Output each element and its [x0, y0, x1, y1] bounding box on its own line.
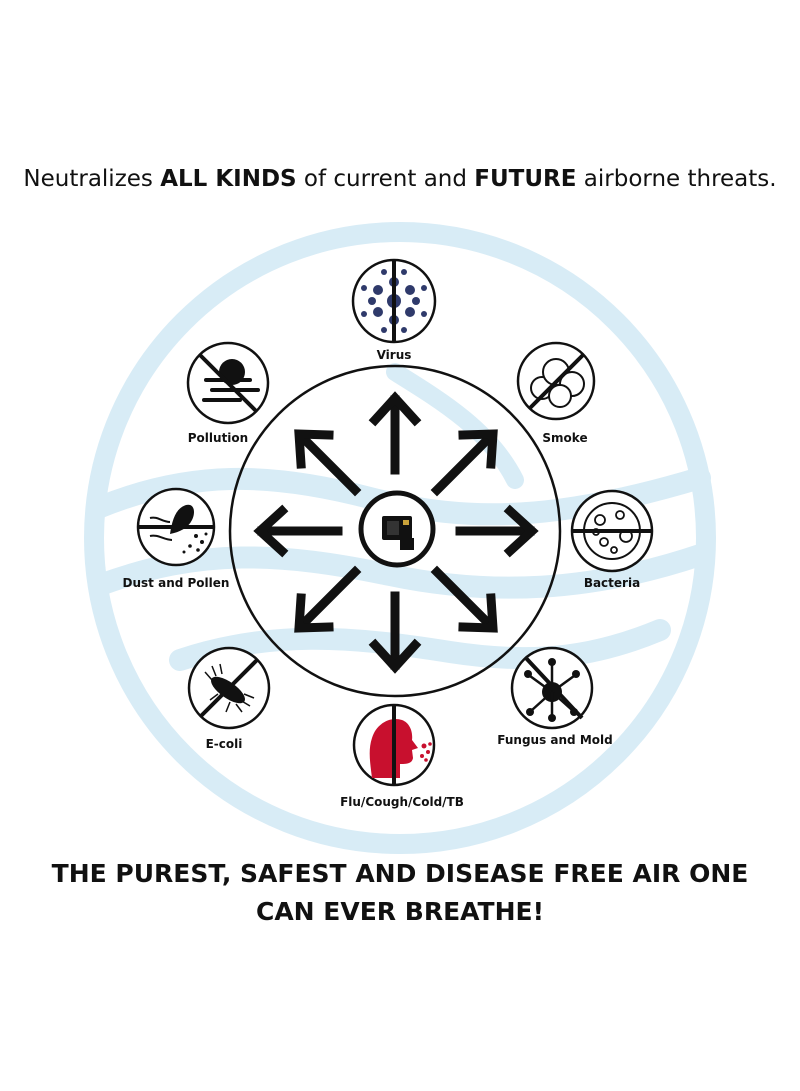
- air-purifier-device-icon: [358, 490, 436, 568]
- arrow-right: [455, 504, 539, 558]
- arrow-up-left: [294, 429, 362, 497]
- arrow-down: [368, 591, 422, 674]
- bacteria-icon: [570, 489, 654, 573]
- threat-flu: Flu/Cough/Cold/TB: [340, 703, 464, 809]
- headline-prefix: Neutralizes: [23, 166, 161, 192]
- threat-fungus: Fungus and Mold: [497, 646, 613, 747]
- threat-pollution: Pollution: [186, 341, 270, 445]
- virus-icon: [351, 258, 437, 344]
- headline: Neutralizes ALL KINDS of current and FUT…: [0, 166, 800, 192]
- arrow-up: [368, 391, 422, 475]
- threat-virus: Virus: [351, 258, 437, 362]
- threat-dust-label: Dust and Pollen: [123, 576, 230, 590]
- headline-emphasis-all-kinds: ALL KINDS: [160, 166, 297, 192]
- arrow-up-right: [430, 429, 498, 497]
- threat-smoke: Smoke: [516, 341, 596, 445]
- headline-middle: of current and: [296, 166, 475, 192]
- arrow-down-right: [430, 565, 498, 633]
- tagline: THE PUREST, SAFEST AND DISEASE FREE AIR …: [0, 855, 800, 931]
- tagline-line-1: THE PUREST, SAFEST AND DISEASE FREE AIR …: [51, 859, 749, 888]
- arrow-left: [253, 504, 343, 558]
- threat-virus-label: Virus: [377, 348, 412, 362]
- threat-smoke-label: Smoke: [542, 431, 587, 445]
- tagline-line-2: CAN EVER BREATHE!: [255, 897, 545, 926]
- threat-ecoli-label: E-coli: [206, 737, 243, 751]
- threat-flu-label: Flu/Cough/Cold/TB: [340, 795, 464, 809]
- dust-pollen-icon: [136, 487, 216, 567]
- cough-icon: [352, 703, 436, 787]
- threat-dust: Dust and Pollen: [123, 487, 230, 590]
- arrow-down-left: [294, 565, 362, 633]
- headline-suffix: airborne threats.: [576, 166, 777, 192]
- threat-pollution-label: Pollution: [188, 431, 248, 445]
- threat-ecoli: E-coli: [187, 646, 271, 751]
- inner-circle: [228, 364, 562, 698]
- threat-fungus-label: Fungus and Mold: [497, 733, 612, 747]
- fungus-icon: [510, 646, 594, 730]
- radiating-arrows: [253, 391, 539, 674]
- smoke-icon: [516, 341, 596, 421]
- headline-emphasis-future: FUTURE: [474, 166, 577, 192]
- threat-bacteria-label: Bacteria: [584, 576, 640, 590]
- pollution-icon: [186, 341, 270, 425]
- threat-bacteria: Bacteria: [570, 489, 654, 590]
- ecoli-icon: [187, 646, 271, 730]
